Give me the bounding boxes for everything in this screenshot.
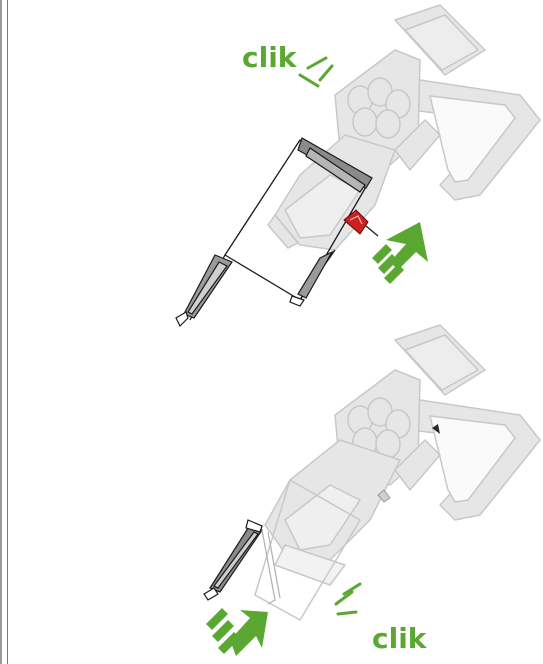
panel-2-vacuum: [204, 325, 540, 620]
clik-sound-label-bottom: clik: [372, 625, 426, 653]
clik-sound-label-top: clik: [242, 44, 296, 72]
motion-line-icon: [300, 58, 332, 86]
green-arrow-icon-2: [206, 608, 268, 656]
panel-1-vacuum: [176, 5, 540, 326]
green-arrow-icon: [372, 222, 428, 284]
motion-line-icon-2: [336, 584, 360, 614]
